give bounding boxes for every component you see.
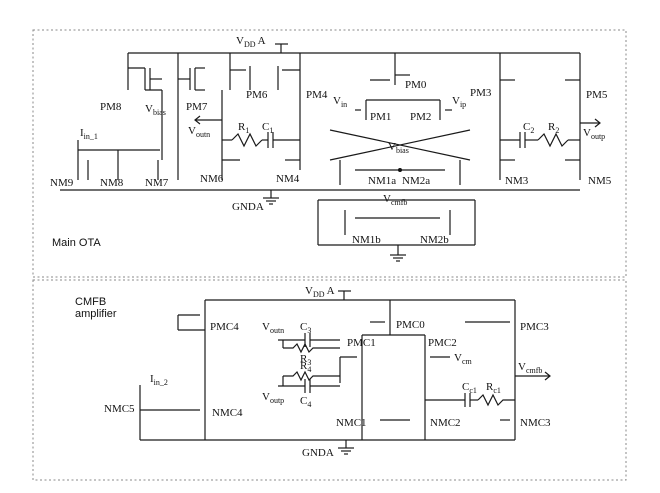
cmfb-circuit <box>139 290 551 455</box>
vin-label: Vin <box>333 95 347 109</box>
nmc4-label: NMC4 <box>212 407 243 419</box>
cmfb-voutp-label: Voutp <box>262 391 284 405</box>
nm4-label: NM4 <box>276 173 300 185</box>
r4-label: R4 <box>300 360 311 374</box>
c2-label: C2 <box>523 121 534 135</box>
nm9-label: NM9 <box>50 177 74 189</box>
pmc4-label: PMC4 <box>210 321 239 333</box>
cmfb-title-line2: amplifier <box>75 308 117 320</box>
pm3-label: PM3 <box>470 87 492 99</box>
pm1-label: PM1 <box>370 111 391 123</box>
pm8-label: PM8 <box>100 101 122 113</box>
pmc1-label: PMC1 <box>347 337 376 349</box>
pm5-label: PM5 <box>586 89 608 101</box>
nm3-label: NM3 <box>505 175 529 187</box>
voutn-label: Voutn <box>188 125 210 139</box>
r3-label: R3 <box>300 353 311 367</box>
nm5-label: NM5 <box>588 175 612 187</box>
pm6-label: PM6 <box>246 89 268 101</box>
nmc2-label: NMC2 <box>430 417 461 429</box>
nm-vbias-label: Vbias <box>388 141 409 155</box>
main-gnda-label: GNDA <box>232 201 264 213</box>
r1-label: R1 <box>238 121 249 135</box>
main-ota-title: Main OTA <box>52 237 101 249</box>
pm7-label: PM7 <box>186 101 208 113</box>
iin2-label: Iin_2 <box>150 373 168 387</box>
nmc1-label: NMC1 <box>336 417 367 429</box>
pm2-label: PM2 <box>410 111 431 123</box>
cc1-label: Cc1 <box>462 381 477 395</box>
cmfb-vcmfb-label: Vcmfb <box>518 361 542 375</box>
nm1b-label: NM1b <box>352 234 381 246</box>
rc1-label: Rc1 <box>486 381 501 395</box>
cmfb-gnda-label: GNDA <box>302 447 334 459</box>
pm4-label: PM4 <box>306 89 328 101</box>
nm2b-label: NM2b <box>420 234 449 246</box>
cmfb-voutn-label: Voutn <box>262 321 284 335</box>
nm6-label: NM6 <box>200 173 224 185</box>
nmc5-label: NMC5 <box>104 403 135 415</box>
voutp-label: Voutp <box>583 127 605 141</box>
pmc3-label: PMC3 <box>520 321 549 333</box>
iin1-label: Iin_1 <box>80 127 98 141</box>
main-vdd-label: VDD A <box>236 35 266 49</box>
cmfb-vdd-label: VDD A <box>305 285 335 299</box>
main-vbias-label: Vbias <box>145 103 166 117</box>
cmfb-title-line1: CMFB <box>75 296 106 308</box>
pmc0-label: PMC0 <box>396 319 425 331</box>
nm1a-label: NM1a <box>368 175 396 187</box>
main-vcmfb-label: Vcmfb <box>383 193 407 207</box>
pm0-label: PM0 <box>405 79 427 91</box>
c1-label: C1 <box>262 121 273 135</box>
nm2a-label: NM2a <box>402 175 430 187</box>
c4-label: C4 <box>300 395 311 409</box>
nm8-label: NM8 <box>100 177 124 189</box>
vip-label: Vip <box>452 95 466 109</box>
vcm-label: Vcm <box>454 352 473 366</box>
cmfb-panel <box>32 279 627 481</box>
nm7-label: NM7 <box>145 177 169 189</box>
nmc3-label: NMC3 <box>520 417 551 429</box>
r2-label: R2 <box>548 121 559 135</box>
main-ota-circuit <box>60 43 601 262</box>
main-ota-panel <box>32 29 627 278</box>
c3-label: C3 <box>300 321 311 335</box>
pmc2-label: PMC2 <box>428 337 457 349</box>
